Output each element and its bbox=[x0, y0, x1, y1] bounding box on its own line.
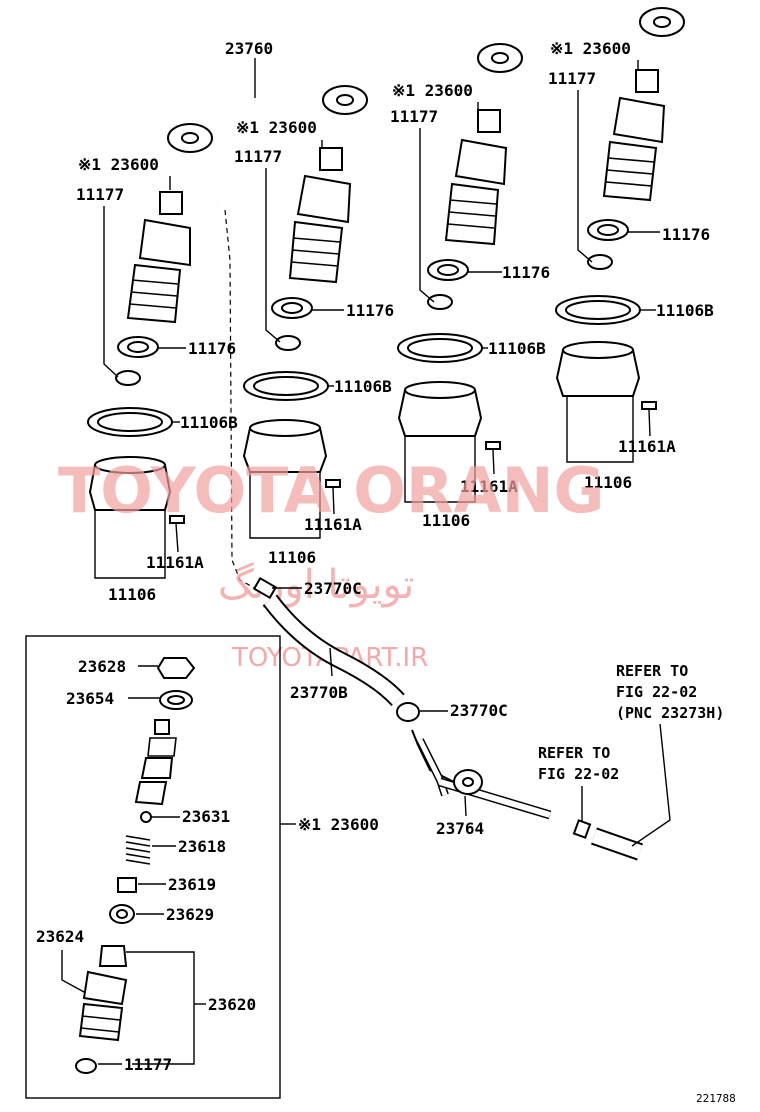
bracket-i1-11106 bbox=[94, 510, 166, 579]
label-i4-asm: ※1 23600 bbox=[550, 39, 631, 58]
label-i4-11106B: 11106B bbox=[656, 301, 714, 320]
watermark-persian: تويوتا اورنگ bbox=[218, 562, 414, 608]
label-23619: 23619 bbox=[168, 875, 216, 894]
label-23760: 23760 bbox=[225, 39, 273, 58]
watermark-brand: TOYOTA ORANG bbox=[58, 454, 604, 527]
leader-refer1 bbox=[631, 723, 671, 847]
label-i3-asm: ※1 23600 bbox=[392, 81, 473, 100]
label-23770B: 23770B bbox=[290, 683, 348, 702]
label-23654: 23654 bbox=[66, 689, 114, 708]
label-i1-11177: 11177 bbox=[76, 185, 124, 204]
label-i4-11161A: 11161A bbox=[618, 437, 676, 456]
label-i1-asm: ※1 23600 bbox=[78, 155, 159, 174]
label-i2-11176: 11176 bbox=[346, 301, 394, 320]
label-i1-11176: 11176 bbox=[188, 339, 236, 358]
label-i2-11106B: 11106B bbox=[334, 377, 392, 396]
bracket-i4-11106 bbox=[566, 396, 634, 463]
refer1-line3: (PNC 23273H) bbox=[616, 704, 724, 722]
label-23624: 23624 bbox=[36, 927, 84, 946]
label-23770C-upper: 23770C bbox=[304, 579, 362, 598]
label-i2-11106: 11106 bbox=[268, 548, 316, 567]
label-i1-11106: 11106 bbox=[108, 585, 156, 604]
label-23618: 23618 bbox=[178, 837, 226, 856]
label-23628: 23628 bbox=[78, 657, 126, 676]
leader-i1-11177 bbox=[103, 206, 119, 378]
label-23631: 23631 bbox=[182, 807, 230, 826]
label-23629: 23629 bbox=[166, 905, 214, 924]
label-kit-asm: ※1 23600 bbox=[298, 815, 379, 834]
label-i2-11161A: 11161A bbox=[304, 515, 362, 534]
fuel-return-pipe bbox=[167, 7, 685, 206]
label-kit-11177: 11177 bbox=[124, 1055, 172, 1074]
label-23764: 23764 bbox=[436, 819, 484, 838]
injector-1 bbox=[87, 191, 191, 524]
label-i4-11176: 11176 bbox=[662, 225, 710, 244]
label-i3-11177: 11177 bbox=[390, 107, 438, 126]
label-i1-11161A: 11161A bbox=[146, 553, 204, 572]
label-i3-11106B: 11106B bbox=[488, 339, 546, 358]
bracket-23620 bbox=[126, 951, 195, 1065]
label-23770C-lower: 23770C bbox=[450, 701, 508, 720]
injector-4 bbox=[555, 69, 666, 410]
injector-2 bbox=[242, 147, 352, 488]
label-i3-11176: 11176 bbox=[502, 263, 550, 282]
label-i4-11106: 11106 bbox=[584, 473, 632, 492]
bracket-i3-11106 bbox=[404, 436, 476, 503]
injector-3 bbox=[397, 109, 508, 450]
refer1-line1: REFER TO bbox=[616, 662, 688, 680]
diagram-code: 221788 bbox=[696, 1092, 736, 1105]
label-i2-asm: ※1 23600 bbox=[236, 118, 317, 137]
kit-parts bbox=[75, 657, 196, 1074]
kit-box bbox=[25, 635, 281, 1099]
label-i3-11106: 11106 bbox=[422, 511, 470, 530]
refer1-line2: FIG 22-02 bbox=[616, 683, 697, 701]
label-i1-11106B: 11106B bbox=[180, 413, 238, 432]
bracket-i2-11106 bbox=[249, 472, 321, 539]
label-i2-11177: 11177 bbox=[234, 147, 282, 166]
refer2-line2: FIG 22-02 bbox=[538, 765, 619, 783]
hose-assembly bbox=[252, 576, 643, 861]
dashed-path bbox=[224, 209, 263, 593]
label-23620: 23620 bbox=[208, 995, 256, 1014]
refer2-line1: REFER TO bbox=[538, 744, 610, 762]
label-i4-11177: 11177 bbox=[548, 69, 596, 88]
